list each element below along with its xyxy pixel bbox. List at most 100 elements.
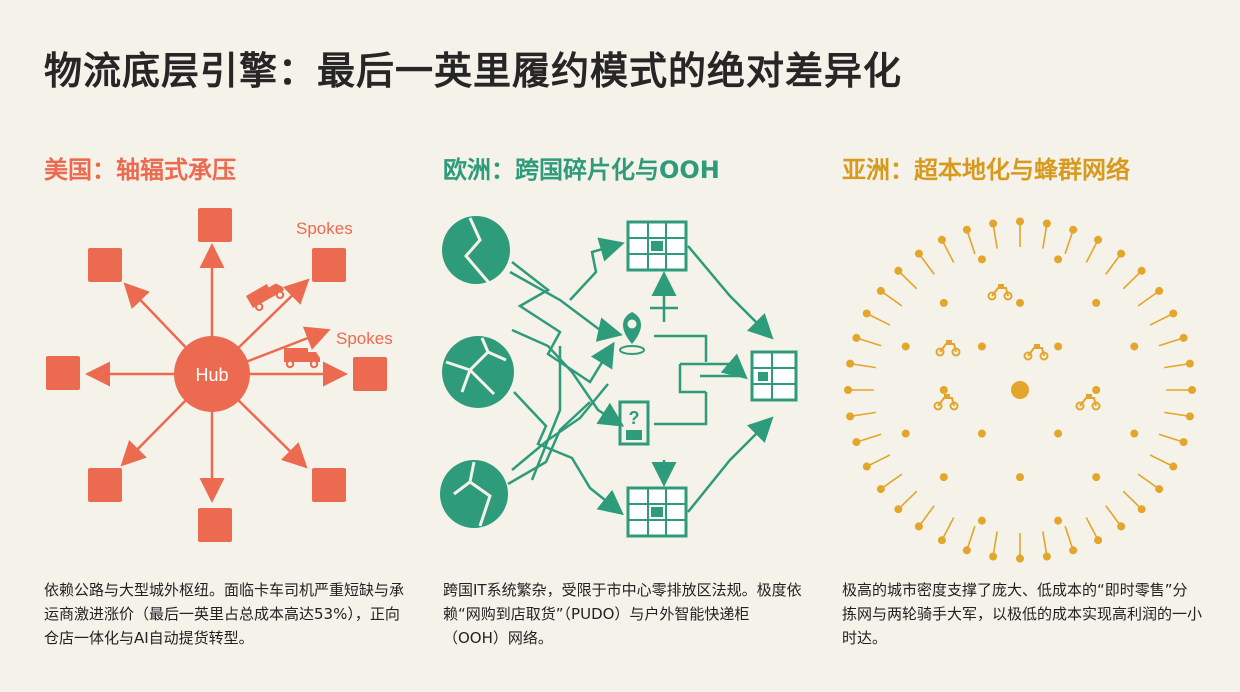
- network-node: [852, 333, 861, 342]
- svg-text:?: ?: [629, 408, 640, 428]
- network-link: [856, 433, 882, 443]
- network-node: [862, 462, 871, 471]
- network-node: [939, 386, 948, 394]
- network-node: [977, 429, 986, 438]
- network-node: [937, 235, 946, 244]
- eu-description: 跨国IT系统繁杂，受限于市中心零排放区法规。极度依赖“网购到店取货”（PUDO）…: [443, 581, 802, 647]
- scooter-icon: [1023, 344, 1049, 361]
- network-link: [1137, 290, 1160, 307]
- network-link: [866, 312, 891, 326]
- network-link: [1149, 454, 1174, 468]
- us-heading: 美国：轴辐式承压: [44, 156, 236, 184]
- network-link: [918, 505, 935, 527]
- network-link: [897, 270, 918, 290]
- network-link: [866, 454, 891, 468]
- network-link: [918, 253, 935, 275]
- network-node: [977, 255, 986, 264]
- spoke-node-sw: [88, 468, 122, 502]
- network-link: [1105, 253, 1122, 275]
- network-link: [856, 337, 882, 347]
- network-node: [962, 225, 971, 234]
- us-spoke-arrows: [85, 243, 348, 503]
- network-node: [876, 485, 885, 494]
- network-node: [939, 298, 948, 307]
- spoke-node-s: [198, 508, 232, 542]
- network-node: [1054, 255, 1063, 264]
- network-link: [849, 362, 876, 369]
- hub-label: Hub: [195, 365, 228, 385]
- network-node: [1188, 386, 1196, 394]
- network-node: [1137, 266, 1146, 275]
- network-link: [1064, 229, 1074, 255]
- asia-description: 极高的城市密度支撑了庞大、低成本的“即时零售”分拣网与两轮骑手大军，以极低的成本…: [842, 581, 1203, 647]
- network-node: [1130, 342, 1139, 351]
- truck-icon: [246, 283, 285, 312]
- network-node: [1169, 309, 1178, 318]
- network-node: [1094, 536, 1103, 545]
- network-link: [966, 525, 976, 551]
- network-link: [1137, 473, 1160, 490]
- network-node: [901, 342, 910, 351]
- parcel-locker-icon: [750, 350, 798, 402]
- asia-heading: 亚洲：超本地化与蜂群网络: [842, 156, 1130, 184]
- network-link: [941, 517, 955, 541]
- network-node: [862, 309, 871, 318]
- network-link: [992, 223, 998, 249]
- network-link: [880, 473, 903, 490]
- scooter-icon: [987, 284, 1013, 301]
- network-link: [1042, 531, 1048, 557]
- network-node: [1042, 219, 1051, 228]
- network-node: [962, 546, 971, 555]
- fragmented-country-icon: [440, 460, 508, 528]
- scooter-icon: [933, 394, 959, 411]
- network-node: [1155, 286, 1164, 295]
- truck-icon: [284, 348, 320, 369]
- network-node: [1054, 516, 1063, 525]
- network-node: [1185, 359, 1194, 368]
- network-node: [1054, 342, 1063, 351]
- scooter-icon: [1075, 394, 1101, 411]
- network-node: [1016, 473, 1024, 482]
- spoke-node-nw: [88, 248, 122, 282]
- network-node: [1016, 217, 1024, 226]
- network-link: [941, 239, 955, 263]
- network-link: [992, 531, 998, 557]
- network-hub-node: [1011, 381, 1029, 399]
- network-node: [901, 429, 910, 438]
- network-node: [1185, 412, 1194, 421]
- eu-heading: 欧洲：跨国碎片化与OOH: [443, 156, 720, 184]
- network-node: [914, 249, 923, 258]
- network-node: [1117, 522, 1126, 531]
- network-node: [977, 342, 986, 351]
- network-node: [989, 552, 998, 561]
- network-node: [894, 505, 903, 514]
- network-node: [939, 473, 948, 482]
- network-link: [1149, 312, 1174, 326]
- network-node: [1130, 429, 1139, 438]
- spoke-node-n: [198, 208, 232, 242]
- network-link: [1158, 433, 1184, 443]
- network-link: [897, 490, 918, 510]
- network-node: [989, 219, 998, 228]
- network-node: [846, 359, 855, 368]
- spoke-node-w: [46, 356, 80, 390]
- network-node: [977, 516, 986, 525]
- fragmented-country-icon: [442, 216, 510, 285]
- spokes-label-top: Spokes: [296, 219, 353, 238]
- network-link: [1122, 270, 1143, 290]
- network-node: [1179, 333, 1188, 342]
- network-node: [1117, 249, 1126, 258]
- network-node: [1169, 462, 1178, 471]
- network-node: [1069, 546, 1078, 555]
- network-node: [1092, 386, 1101, 394]
- fragmented-country-icon: [442, 336, 514, 408]
- eu-flow-lines: [507, 237, 774, 516]
- network-link: [1105, 505, 1122, 527]
- network-link: [1164, 411, 1191, 418]
- network-node: [876, 286, 885, 295]
- network-node: [1155, 485, 1164, 494]
- hub-node: [174, 336, 250, 412]
- network-link: [1064, 525, 1074, 551]
